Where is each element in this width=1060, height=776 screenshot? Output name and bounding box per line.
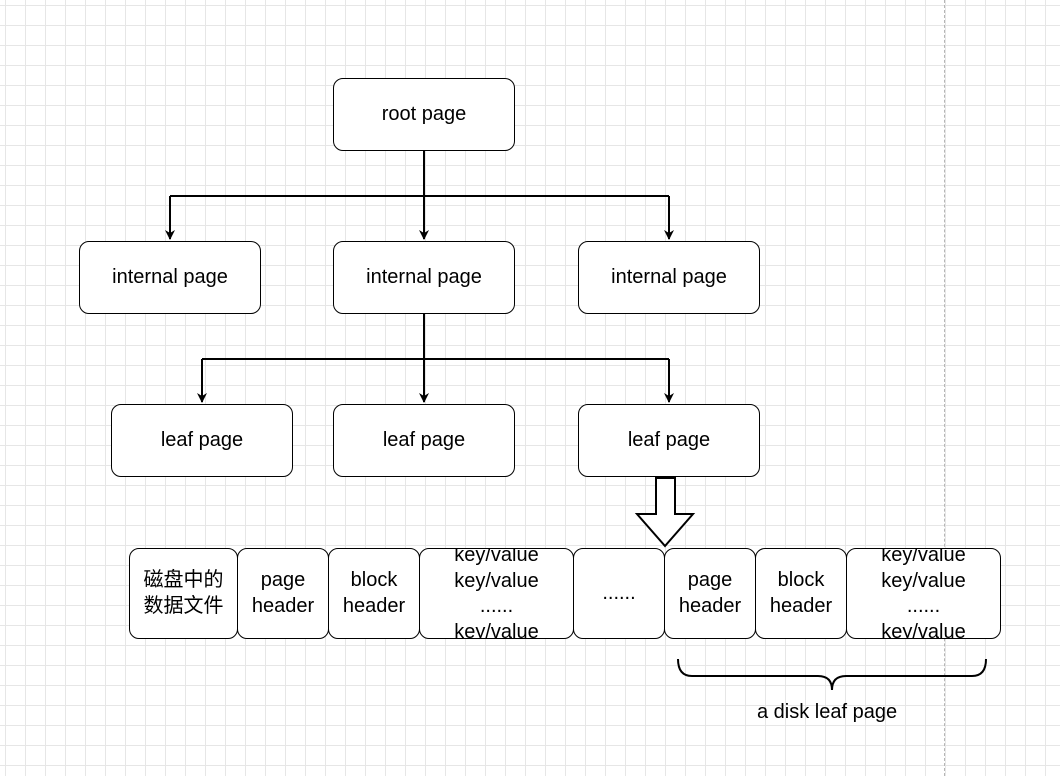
segment-line: page bbox=[260, 569, 306, 591]
segment-line: key/value bbox=[454, 620, 539, 639]
root-to-internal-edges bbox=[165, 151, 674, 240]
hollow-down-arrow bbox=[634, 477, 696, 548]
segment-line: key/value bbox=[454, 548, 539, 566]
segment-line: key/value bbox=[881, 620, 966, 639]
segment-line: block bbox=[350, 569, 398, 591]
key-value-segment: key/value key/value ...... key/value bbox=[419, 548, 574, 639]
segment-line: key/value bbox=[454, 569, 539, 592]
curly-brace bbox=[677, 658, 987, 691]
internal-to-leaf-edges bbox=[197, 314, 674, 403]
page-boundary-guide bbox=[944, 0, 945, 776]
segment-line: key/value bbox=[881, 569, 966, 592]
disk-file-label-segment: 磁盘中的 数据文件 bbox=[129, 548, 238, 639]
internal-page-node-left: internal page bbox=[79, 241, 261, 314]
segment-line: header bbox=[251, 594, 315, 617]
segment-line: page bbox=[687, 569, 733, 591]
root-page-node: root page bbox=[333, 78, 515, 151]
segment-line: header bbox=[678, 594, 742, 617]
segment-line: key/value bbox=[881, 548, 966, 566]
segment-line: 磁盘中的 bbox=[143, 569, 224, 591]
internal-page-node-right: internal page bbox=[578, 241, 760, 314]
segment-line: ...... bbox=[602, 581, 636, 604]
brace-caption: a disk leaf page bbox=[757, 701, 898, 723]
page-header-segment: page header bbox=[664, 548, 756, 639]
leaf-page-node-right: leaf page bbox=[578, 404, 760, 477]
internal-page-node-middle: internal page bbox=[333, 241, 515, 314]
segment-line: block bbox=[777, 569, 825, 591]
leaf-page-node-left: leaf page bbox=[111, 404, 293, 477]
segment-line: ...... bbox=[479, 595, 514, 617]
leaf-page-node-middle: leaf page bbox=[333, 404, 515, 477]
segment-line: 数据文件 bbox=[143, 594, 224, 617]
ellipsis-segment: ...... bbox=[573, 548, 665, 639]
segment-line: ...... bbox=[906, 595, 941, 617]
block-header-segment: block header bbox=[755, 548, 847, 639]
block-header-segment: block header bbox=[328, 548, 420, 639]
page-header-segment: page header bbox=[237, 548, 329, 639]
segment-line: header bbox=[769, 594, 833, 617]
key-value-segment: key/value key/value ...... key/value bbox=[846, 548, 1001, 639]
segment-line: header bbox=[342, 594, 406, 617]
